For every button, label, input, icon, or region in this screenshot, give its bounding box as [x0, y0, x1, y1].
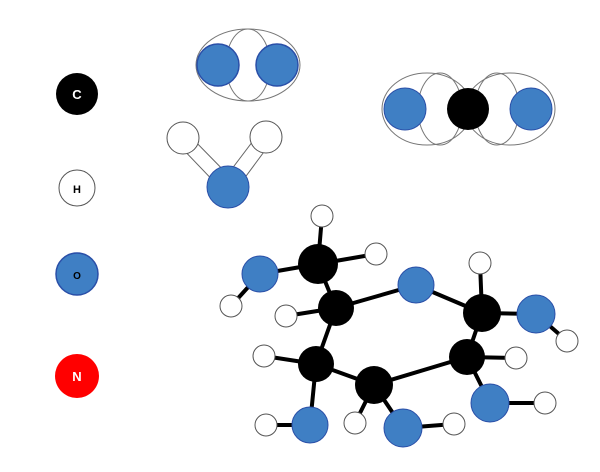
glucose-molecule — [219, 204, 579, 448]
hydrogen-atom-icon — [58, 169, 96, 207]
glucose-hydrogen-atom — [252, 344, 276, 368]
oxygen-molecule — [195, 28, 301, 102]
legend-nitrogen: N — [55, 354, 99, 398]
legend-hydrogen: H — [58, 169, 96, 207]
glucose-carbon-atom — [318, 290, 354, 326]
glucose-hydrogen-atom — [442, 412, 466, 436]
glucose-hydrogen-atom — [504, 346, 528, 370]
o2-oxygen-atom-1 — [196, 43, 240, 87]
water-hydrogen-atom-2 — [249, 120, 283, 154]
legend-nitrogen-label: N — [72, 369, 81, 384]
legend-carbon: C — [56, 73, 98, 115]
glucose-hydrogen-atom — [555, 329, 579, 353]
co2-oxygen-atom-1 — [383, 87, 427, 131]
water-oxygen-atom — [206, 165, 250, 209]
co2-carbon-atom — [447, 88, 489, 130]
glucose-carbon-atom — [463, 294, 501, 332]
water-hydrogen-atom-1 — [166, 121, 200, 155]
glucose-hydrogen-atom — [254, 413, 278, 437]
glucose-hydrogen-atom — [219, 294, 243, 318]
legend-hydrogen-label: H — [73, 184, 81, 196]
glucose-hydrogens — [219, 204, 579, 437]
legend-oxygen-label: O — [73, 271, 81, 282]
glucose-carbon-atom — [298, 244, 338, 284]
glucose-oxygen-atom — [470, 383, 510, 423]
glucose-carbon-atom — [355, 366, 393, 404]
co2-oxygen-atom-2 — [509, 87, 553, 131]
glucose-ring-oxygen-atom — [397, 266, 435, 304]
carbon-atom-icon — [56, 73, 98, 115]
glucose-oxygen-atom — [291, 406, 329, 444]
legend: C H O N — [55, 73, 99, 398]
glucose-hydrogen-atom — [533, 391, 557, 415]
glucose-carbons — [298, 244, 501, 404]
glucose-oxygens — [241, 255, 556, 448]
water-molecule — [166, 120, 283, 209]
glucose-hydrogen-atom — [343, 411, 367, 435]
glucose-carbon-atom — [449, 339, 485, 375]
glucose-oxygen-atom — [241, 255, 279, 293]
legend-carbon-label: C — [72, 87, 82, 102]
glucose-carbon-atom — [298, 346, 334, 382]
glucose-hydrogen-atom — [310, 204, 334, 228]
glucose-hydrogen-atom — [274, 304, 298, 328]
nitrogen-atom-icon — [55, 354, 99, 398]
glucose-hydrogen-atom — [364, 242, 388, 266]
o2-oxygen-atom-2 — [255, 43, 299, 87]
carbon-dioxide-molecule — [381, 72, 556, 146]
glucose-oxygen-atom — [383, 408, 423, 448]
oxygen-atom-icon — [55, 252, 99, 296]
glucose-oxygen-atom — [516, 294, 556, 334]
glucose-hydrogen-atom — [468, 251, 492, 275]
legend-oxygen: O — [55, 252, 99, 296]
